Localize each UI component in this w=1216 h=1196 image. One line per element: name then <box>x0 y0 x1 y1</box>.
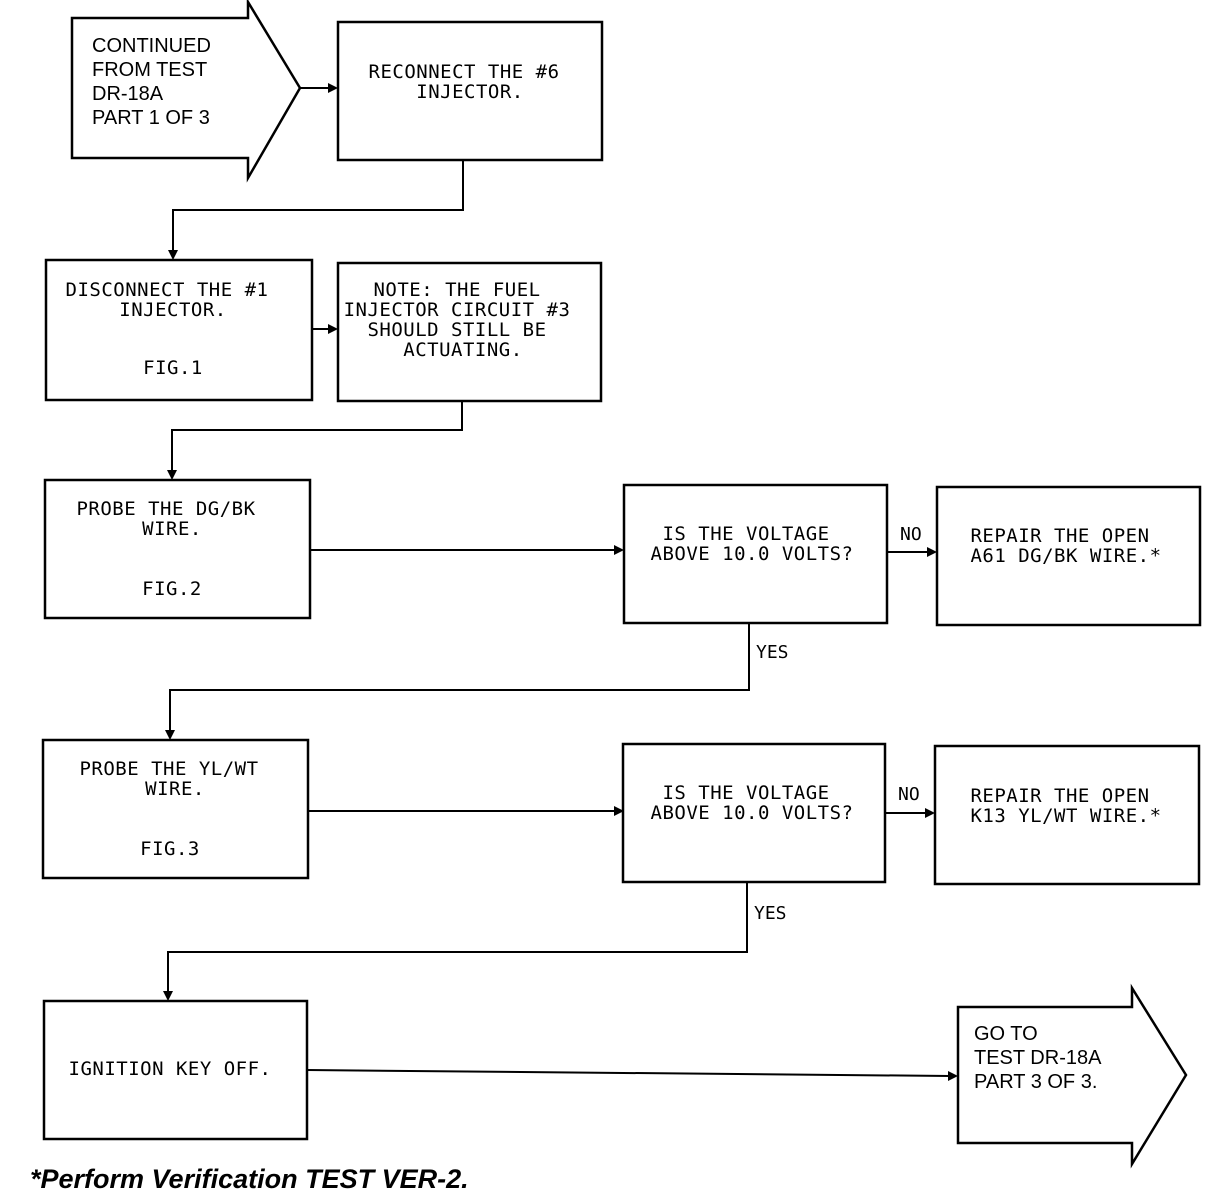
probe-dgbk-line-1: PROBE THE DG/BK <box>76 498 255 520</box>
ignition-key-off-box <box>42 999 309 1141</box>
note-text: NOTE: THE FUEL INJECTOR CIRCUIT #3 SHOUL… <box>344 279 583 361</box>
probe-dgbk-line-2: WIRE. <box>142 518 202 540</box>
footnote: *Perform Verification TEST VER-2. <box>30 1164 469 1194</box>
end-arrow-shape <box>956 983 1188 1169</box>
question2-text: IS THE VOLTAGE ABOVE 10.0 VOLTS? <box>651 782 854 824</box>
arrowhead-repair1 <box>927 547 937 557</box>
end-line-2: TEST DR-18A <box>974 1047 1102 1069</box>
start-line-3: DR-18A <box>92 83 164 105</box>
arrowhead-question2 <box>614 806 624 816</box>
end-arrow-text: GO TO TEST DR-18A PART 3 OF 3. <box>974 1023 1106 1093</box>
probe-ylwt-text: PROBE THE YL/WT WIRE. <box>79 758 270 800</box>
probe-ylwt-box <box>41 738 310 880</box>
note-line-1: NOTE: THE FUEL <box>373 279 540 301</box>
no-label-2: NO <box>898 784 920 805</box>
start-arrow-shape <box>70 0 302 183</box>
reconnect-injector-box <box>336 20 604 162</box>
reconnect-injector-text: RECONNECT THE #6 INJECTOR. <box>369 61 572 103</box>
question1-text: IS THE VOLTAGE ABOVE 10.0 VOLTS? <box>651 523 854 565</box>
question2-line-2: ABOVE 10.0 VOLTS? <box>651 802 854 824</box>
note-line-3: SHOULD STILL BE <box>367 319 546 341</box>
start-line-2: FROM TEST <box>92 59 207 81</box>
connector-question2-ignition <box>167 882 748 993</box>
question1-line-1: IS THE VOLTAGE <box>662 523 829 545</box>
arrowhead-probe-ylwt <box>165 730 175 740</box>
repair2-line-2: K13 YL/WT WIRE.* <box>970 805 1161 827</box>
reconnect-line-2: INJECTOR. <box>416 81 523 103</box>
fig-2-label: FIG.2 <box>142 578 202 600</box>
probe-ylwt-line-1: PROBE THE YL/WT <box>79 758 258 780</box>
question1-box <box>622 483 889 625</box>
question1-line-2: ABOVE 10.0 VOLTS? <box>651 543 854 565</box>
note-line-2: INJECTOR CIRCUIT #3 <box>344 299 571 321</box>
connector-question1-probe-ylwt <box>169 623 750 732</box>
repair2-line-1: REPAIR THE OPEN <box>970 785 1149 807</box>
arrowhead-reconnect <box>328 83 338 93</box>
arrowhead-repair2 <box>925 808 935 818</box>
connector-reconnect-disconnect <box>172 160 464 252</box>
disconnect-injector-box <box>44 258 314 402</box>
probe-dgbk-box <box>43 478 312 620</box>
probe-ylwt-line-2: WIRE. <box>145 778 205 800</box>
ignition-key-off-text: IGNITION KEY OFF. <box>69 1058 272 1080</box>
start-line-4: PART 1 OF 3 <box>92 107 210 129</box>
question2-box <box>621 742 887 884</box>
start-line-1: CONTINUED <box>92 35 211 57</box>
disconnect-injector-text: DISCONNECT THE #1 INJECTOR. <box>66 279 281 321</box>
connector-note-probe-dgbk <box>171 401 463 472</box>
end-line-3: PART 3 OF 3. <box>974 1071 1097 1093</box>
reconnect-line-1: RECONNECT THE #6 <box>369 61 560 83</box>
start-arrow-text: CONTINUED FROM TEST DR-18A PART 1 OF 3 <box>92 35 216 129</box>
repair2-box <box>933 744 1201 886</box>
arrowhead-note <box>328 324 338 334</box>
repair1-box <box>935 485 1202 627</box>
yes-label-1: YES <box>756 642 789 663</box>
probe-dgbk-text: PROBE THE DG/BK WIRE. <box>76 498 267 540</box>
arrowhead-disconnect <box>168 250 178 260</box>
arrowhead-ignition <box>163 991 173 1001</box>
arrowhead-question1 <box>614 545 624 555</box>
note-line-4: ACTUATING. <box>403 339 522 361</box>
fig-3-label: FIG.3 <box>140 838 200 860</box>
fig-1-label: FIG.1 <box>143 357 203 379</box>
no-label-1: NO <box>900 524 922 545</box>
repair1-line-2: A61 DG/BK WIRE.* <box>970 545 1161 567</box>
disconnect-line-1: DISCONNECT THE #1 <box>66 279 269 301</box>
connector-ignition-end <box>306 1069 951 1077</box>
yes-label-2: YES <box>754 903 787 924</box>
repair1-text: REPAIR THE OPEN A61 DG/BK WIRE.* <box>970 525 1161 567</box>
arrowhead-end <box>948 1071 958 1081</box>
repair2-text: REPAIR THE OPEN K13 YL/WT WIRE.* <box>970 785 1161 827</box>
question2-line-1: IS THE VOLTAGE <box>662 782 829 804</box>
end-line-1: GO TO <box>974 1023 1038 1045</box>
note-box <box>336 261 603 403</box>
arrowhead-probe-dgbk <box>167 470 177 480</box>
repair1-line-1: REPAIR THE OPEN <box>970 525 1149 547</box>
disconnect-line-2: INJECTOR. <box>119 299 226 321</box>
